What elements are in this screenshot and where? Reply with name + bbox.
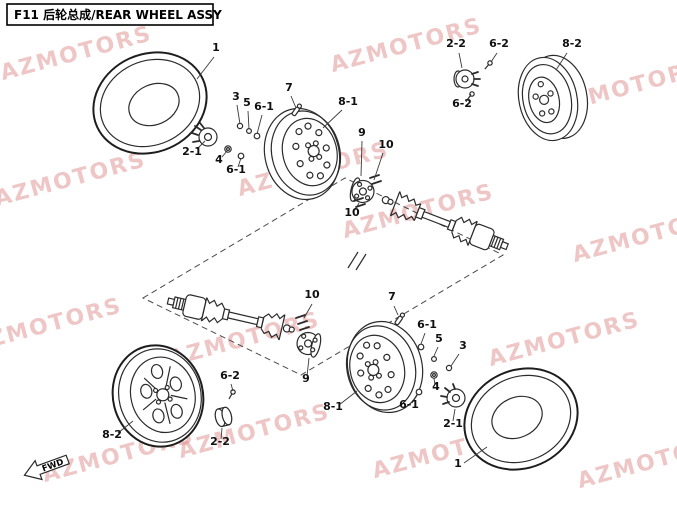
callout-8-2: 8-2 bbox=[562, 37, 582, 50]
callout-6-2: 6-2 bbox=[489, 37, 509, 50]
watermark-text: AZMOTORS bbox=[0, 293, 125, 358]
callout-6-1d: 6-1 bbox=[399, 398, 419, 411]
callout-10: 10 bbox=[378, 138, 394, 151]
callout-2-2: 2-2 bbox=[446, 37, 466, 50]
hub-cap-2-2 bbox=[214, 406, 233, 428]
callout-8-1b: 8-1 bbox=[323, 400, 343, 413]
callout-3: 3 bbox=[232, 90, 240, 103]
callout-2-2b: 2-2 bbox=[210, 435, 230, 448]
axle-shaft-top bbox=[381, 191, 510, 251]
washer-5-bottom bbox=[431, 356, 438, 363]
fasteners-bottom bbox=[415, 343, 453, 396]
watermark-text: AZMOTORS bbox=[575, 429, 677, 494]
valve-stem-7-top bbox=[291, 103, 303, 117]
callout-7b: 7 bbox=[388, 290, 396, 303]
break-marks bbox=[347, 251, 367, 271]
callout-4b: 4 bbox=[432, 380, 440, 393]
callout-6-1: 6-1 bbox=[254, 100, 274, 113]
callout-5: 5 bbox=[243, 96, 251, 109]
callout-2-1b: 2-1 bbox=[443, 417, 463, 430]
rim-8-1-bottom bbox=[345, 320, 424, 414]
callout-9b: 9 bbox=[302, 372, 310, 385]
tire-top-left bbox=[92, 51, 208, 155]
wheel-hub-9-bottom bbox=[296, 331, 322, 358]
watermark-text: AZMOTORS bbox=[570, 203, 677, 268]
nut-6-1b-bottom bbox=[415, 388, 423, 396]
bolt-6-2-bottom bbox=[228, 389, 236, 400]
hub-2-1-top bbox=[191, 122, 218, 147]
fwd-arrow: FWD bbox=[23, 454, 70, 481]
hub-2-2-top-right bbox=[453, 69, 481, 89]
title-block: F11 后轮总成/REAR WHEEL ASSY bbox=[6, 3, 222, 26]
callout-4: 4 bbox=[215, 153, 223, 166]
title-box bbox=[6, 3, 214, 26]
dashed-assembly-box bbox=[141, 177, 505, 376]
callout-3b: 3 bbox=[459, 339, 467, 352]
callout-6-1b: 6-1 bbox=[226, 163, 246, 176]
alloy-wheel-8-2-bottom-left bbox=[111, 344, 205, 448]
callout-5b: 5 bbox=[435, 332, 443, 345]
wheel-hub-9-top bbox=[349, 177, 375, 204]
callouts: 1 2-1 3 5 6-1 4 6-1 7 8-1 9 10 10 2-2 6-… bbox=[102, 37, 582, 470]
callout-1: 1 bbox=[212, 41, 220, 54]
callout-6-2b: 6-2 bbox=[452, 97, 472, 110]
valve-stem-7-bottom bbox=[394, 312, 406, 326]
axle-shaft-bottom bbox=[166, 294, 295, 341]
callout-8-1: 8-1 bbox=[338, 95, 358, 108]
washer-5-top bbox=[246, 128, 253, 135]
callout-6-2c: 6-2 bbox=[220, 369, 240, 382]
nut-6-1b-top bbox=[237, 152, 245, 160]
rim-8-2-top-right bbox=[517, 54, 589, 142]
pin-3-top bbox=[236, 122, 244, 130]
callout-2-1: 2-1 bbox=[182, 145, 202, 158]
watermark-text: AZMOTORS bbox=[486, 307, 643, 372]
callout-9: 9 bbox=[358, 126, 366, 139]
hub-2-1-bottom bbox=[440, 383, 466, 408]
nut-6-1-bottom bbox=[417, 343, 425, 351]
pin-3-bottom bbox=[445, 364, 453, 372]
nut-6-1-top bbox=[253, 132, 261, 140]
callout-1b: 1 bbox=[454, 457, 462, 470]
callout-7: 7 bbox=[285, 81, 293, 94]
fasteners-top bbox=[224, 122, 261, 160]
callout-8-2b: 8-2 bbox=[102, 428, 122, 441]
callout-10b: 10 bbox=[344, 206, 360, 219]
callout-10c: 10 bbox=[304, 288, 320, 301]
watermark-text: AZMOTORS bbox=[0, 147, 149, 212]
callout-6-1c: 6-1 bbox=[417, 318, 437, 331]
tire-bottom-right bbox=[463, 367, 579, 471]
leader-lines bbox=[117, 52, 568, 464]
rim-8-1-top bbox=[263, 107, 342, 201]
page-title: F11 后轮总成/REAR WHEEL ASSY bbox=[14, 7, 222, 22]
studs-10-bottom bbox=[295, 314, 310, 331]
